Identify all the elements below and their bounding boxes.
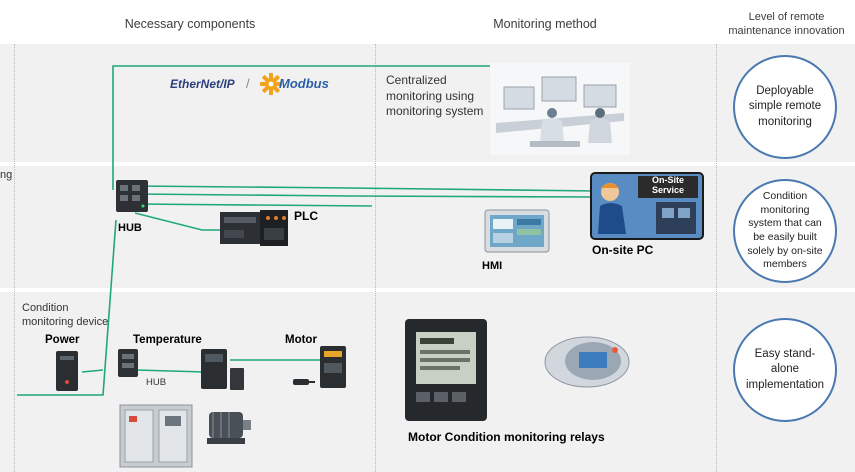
column-divider-2 <box>375 44 376 472</box>
motor-monitor-icon <box>320 346 346 388</box>
control-room-operators-image <box>490 63 630 155</box>
round-meter-relay-image <box>544 336 630 388</box>
modbus-logo: Modbus <box>279 76 329 91</box>
field-hub-label: HUB <box>146 377 167 388</box>
column-divider-1 <box>14 44 15 472</box>
plc-label: PLC <box>294 209 318 223</box>
onsite-pc-label: On-site PC <box>592 243 654 257</box>
wire-hub-to-onsite-pc <box>134 185 597 192</box>
hub-device-icon <box>116 180 148 212</box>
condition-monitoring-device-label: Condition monitoring device <box>22 302 109 329</box>
ethernet-ip-logo: EtherNet/IP <box>170 77 235 91</box>
header-monitoring-method: Monitoring method <box>493 17 597 31</box>
level-badge-stand-alone: Easy stand-alone implementation <box>733 318 837 422</box>
motor-relay-device-image <box>405 319 487 421</box>
motor-sensor-icon <box>293 379 315 385</box>
header-level-of-innovation: Level of remote maintenance innovation <box>728 11 845 38</box>
control-cabinet-image <box>119 404 193 468</box>
wire-hub-to-ethernet <box>112 65 490 190</box>
row-panel-1 <box>0 44 855 162</box>
hmi-label: HMI <box>482 260 503 272</box>
logo-separator-slash: / <box>246 76 250 91</box>
power-monitor-icon <box>56 351 78 391</box>
column-divider-3 <box>716 44 717 472</box>
onsite-service-sign: On-Site Service <box>651 175 685 195</box>
header-necessary-components: Necessary components <box>124 17 256 31</box>
wire-field-hub-to-temperature <box>135 369 206 373</box>
temperature-monitor-icon <box>201 349 244 390</box>
plc-device-icon <box>220 210 288 246</box>
level-badge-deployable: Deployable simple remote monitoring <box>733 55 837 159</box>
motor-label: Motor <box>285 334 317 346</box>
centralized-monitoring-text: Centralized monitoring using monitoring … <box>386 73 484 119</box>
motor-condition-relays-caption: Motor Condition monitoring relays <box>408 430 605 444</box>
wire-field-hub-to-power <box>81 369 104 373</box>
electric-motor-image <box>207 412 251 444</box>
wire-hub-to-hmi <box>134 203 373 207</box>
power-label: Power <box>45 334 80 346</box>
temperature-label: Temperature <box>133 334 202 346</box>
field-hub-icon <box>118 349 138 377</box>
wire-hub-to-plc <box>134 212 220 231</box>
hmi-device-icon <box>484 209 550 253</box>
level-badge-condition-monitoring: Condition monitoring system that can be … <box>733 179 837 283</box>
onsite-service-illustration <box>590 172 704 240</box>
wire-hub-to-field <box>17 219 117 396</box>
modbus-gear-icon <box>260 73 282 95</box>
wire-hub-to-onsite-pc-2 <box>134 193 597 198</box>
hub-label: HUB <box>118 222 142 234</box>
left-edge-fragment: ng <box>0 169 13 181</box>
